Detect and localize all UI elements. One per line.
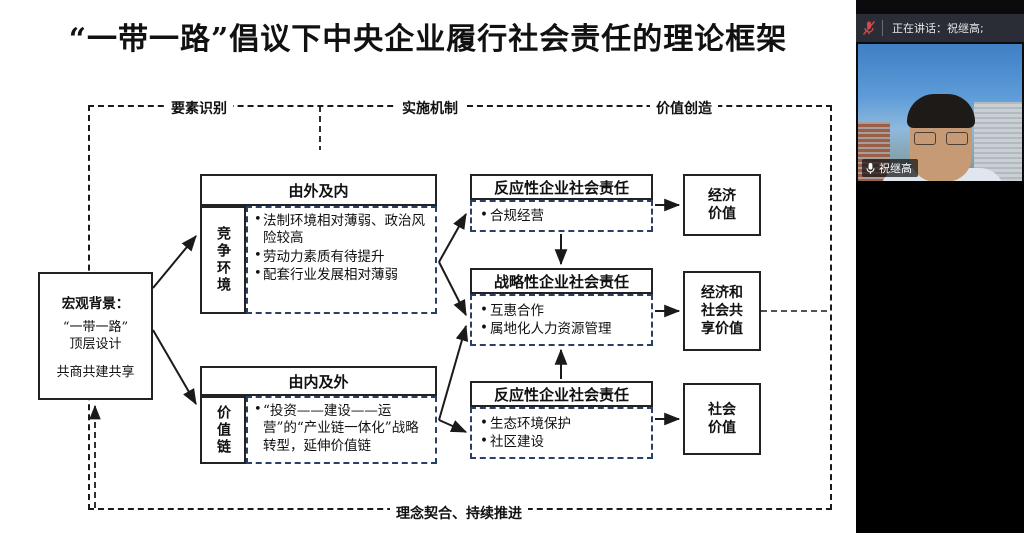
macro-background-title: 宏观背景： xyxy=(61,296,130,313)
frame-label-bottom: 理念契合、持续推进 xyxy=(390,503,528,523)
csr-3-bullet-1: 社区建设 xyxy=(480,432,648,451)
video-panel-empty-area xyxy=(856,181,1024,533)
participant-glasses xyxy=(914,132,968,145)
csr-box-1-bullets: 合规经营 xyxy=(472,201,652,229)
csr-2-bullet-0: 互惠合作 xyxy=(480,301,648,320)
participant-name: 祝继高 xyxy=(879,162,912,175)
mic-muted-icon xyxy=(856,20,882,36)
frame-label-implementation-mechanism: 实施机制 xyxy=(396,98,464,118)
slide-title: “一带一路”倡议下中央企业履行社会责任的理论框架 xyxy=(68,22,788,57)
csr-box-2-bullets: 互惠合作 属地化人力资源管理 xyxy=(472,296,652,342)
driver-box-2-bullets: “投资——建设——运营”的“产业链一体化”战略转型，延伸价值链 xyxy=(248,398,436,462)
csr-box-2-header: 战略性企业社会责任 xyxy=(470,268,653,294)
zoom-video-panel: 正在讲话：祝继高; 祝继高 xyxy=(856,0,1024,533)
driver-1-bullet-0: 法制环境相对薄弱、政治风险较高 xyxy=(254,212,432,248)
value-box-social: 社会 价值 xyxy=(683,383,761,455)
slide-canvas: “一带一路”倡议下中央企业履行社会责任的理论框架 要素识别 实施机制 价值创造 … xyxy=(0,0,856,533)
csr-3-bullet-0: 生态环境保护 xyxy=(480,414,648,433)
driver-1-bullet-1: 劳动力素质有待提升 xyxy=(254,248,432,266)
csr-1-bullet-0: 合规经营 xyxy=(480,206,648,225)
driver-1-bullet-2: 配套行业发展相对薄弱 xyxy=(254,266,432,284)
driver-box-1-bullets: 法制环境相对薄弱、政治风险较高 劳动力素质有待提升 配套行业发展相对薄弱 xyxy=(248,208,436,312)
driver-box-1-side-label: 竞争环境 xyxy=(200,206,246,314)
active-speaker-bar: 正在讲话：祝继高; xyxy=(856,14,1024,42)
macro-background-line1: “一带一路” 顶层设计 xyxy=(62,320,129,352)
csr-2-bullet-1: 属地化人力资源管理 xyxy=(480,319,648,338)
bar-divider xyxy=(882,20,883,36)
mic-icon xyxy=(866,162,875,174)
macro-background-line2: 共商共建共享 xyxy=(56,364,135,380)
driver-2-bullet-0: “投资——建设——运营”的“产业链一体化”战略转型，延伸价值链 xyxy=(254,402,432,455)
csr-box-1-header: 反应性企业社会责任 xyxy=(470,174,653,200)
driver-box-2-side-label: 价值链 xyxy=(200,396,246,464)
value-box-economic: 经济 价值 xyxy=(683,174,761,236)
driver-box-1-header: 由外及内 xyxy=(200,174,437,206)
video-tile-participant[interactable]: 祝继高 xyxy=(858,44,1022,181)
csr-box-3-header: 反应性企业社会责任 xyxy=(470,381,653,407)
frame-label-value-creation: 价值创造 xyxy=(650,98,718,118)
frame-label-element-identification: 要素识别 xyxy=(165,98,233,118)
active-speaker-label: 正在讲话：祝继高; xyxy=(892,22,984,35)
macro-background-box: 宏观背景： “一带一路” 顶层设计 共商共建共享 xyxy=(38,272,153,400)
value-box-shared: 经济和 社会共 享价值 xyxy=(683,271,761,351)
participant-hair xyxy=(907,94,975,128)
background-building-right xyxy=(974,102,1022,181)
csr-box-3-bullets: 生态环境保护 社区建设 xyxy=(472,409,652,455)
driver-box-2-header: 由内及外 xyxy=(200,366,437,396)
participant-name-tag: 祝继高 xyxy=(862,159,918,177)
